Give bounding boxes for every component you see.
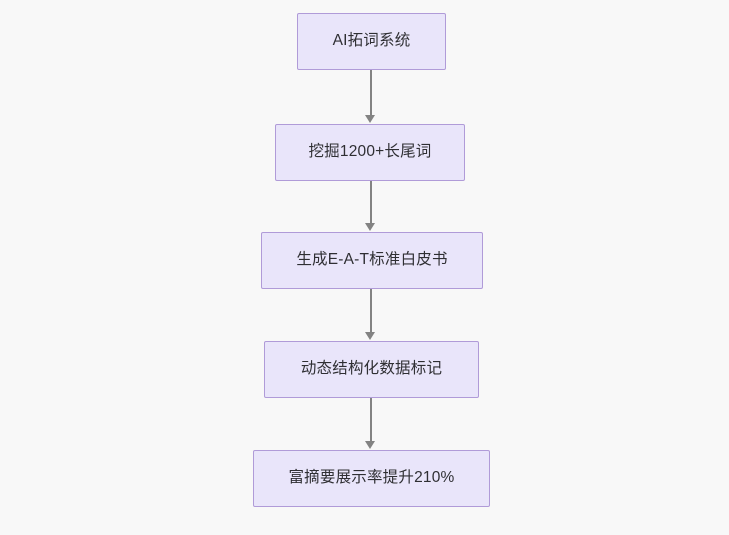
edge-line bbox=[370, 289, 373, 333]
node-label: 挖掘1200+长尾词 bbox=[308, 143, 432, 161]
edge-3-connector bbox=[365, 289, 377, 341]
edge-2-connector bbox=[365, 181, 377, 232]
down-arrow-icon bbox=[365, 441, 375, 449]
node-dynamic-structured-data-markup[interactable]: 动态结构化数据标记 bbox=[264, 341, 479, 398]
node-label: 富摘要展示率提升210% bbox=[288, 469, 455, 487]
edge-line bbox=[370, 398, 373, 442]
node-generate-eat-whitepaper[interactable]: 生成E-A-T标准白皮书 bbox=[261, 232, 483, 289]
down-arrow-icon bbox=[365, 115, 375, 123]
down-arrow-icon bbox=[365, 332, 375, 340]
edge-4-connector bbox=[365, 398, 377, 450]
node-mine-longtail-keywords[interactable]: 挖掘1200+长尾词 bbox=[275, 124, 465, 181]
node-label: 生成E-A-T标准白皮书 bbox=[296, 251, 448, 269]
edge-1-connector bbox=[365, 70, 377, 124]
node-label: AI拓词系统 bbox=[332, 32, 411, 50]
down-arrow-icon bbox=[365, 223, 375, 231]
node-rich-snippet-impression-uplift[interactable]: 富摘要展示率提升210% bbox=[253, 450, 490, 507]
edge-line bbox=[370, 181, 373, 224]
node-ai-keyword-expansion-system[interactable]: AI拓词系统 bbox=[297, 13, 446, 70]
node-label: 动态结构化数据标记 bbox=[300, 360, 443, 378]
edge-line bbox=[370, 70, 373, 116]
